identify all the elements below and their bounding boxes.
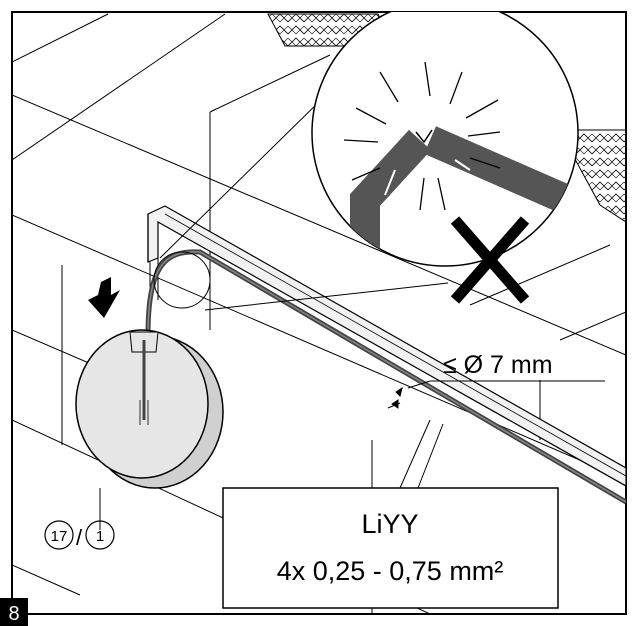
ref-number-b: 1 [96,528,104,545]
cable-channel [147,205,626,487]
insulation-hatch-right [569,129,626,223]
diameter-dimension [387,380,605,409]
cable-spec-label: 4x 0,25 - 0,75 mm² [277,556,504,586]
cable-callout-box [222,487,559,609]
reference-numbers: 17 / 1 [44,520,115,550]
cross-icon [450,216,530,304]
step-number: 8 [8,603,19,625]
ref-circle-a [44,520,74,550]
cable-type-label: LiYY [361,509,418,539]
diameter-label: ≤ Ø 7 mm [443,351,553,379]
ref-circle-b [85,520,115,550]
frame-border [11,11,627,615]
down-arrow-icon [88,277,120,318]
magnifier-lines [159,94,449,311]
ref-number-a: 17 [51,528,68,545]
callout-leaders [399,419,444,489]
crack-mark [415,129,433,144]
sensor-disc [75,329,224,489]
ref-separator: / [76,525,83,550]
wall-scene [12,12,626,614]
detail-marker [153,251,211,309]
crack-spark-icon [343,61,501,211]
cable-highlight [147,251,626,503]
step-badge [0,598,28,626]
